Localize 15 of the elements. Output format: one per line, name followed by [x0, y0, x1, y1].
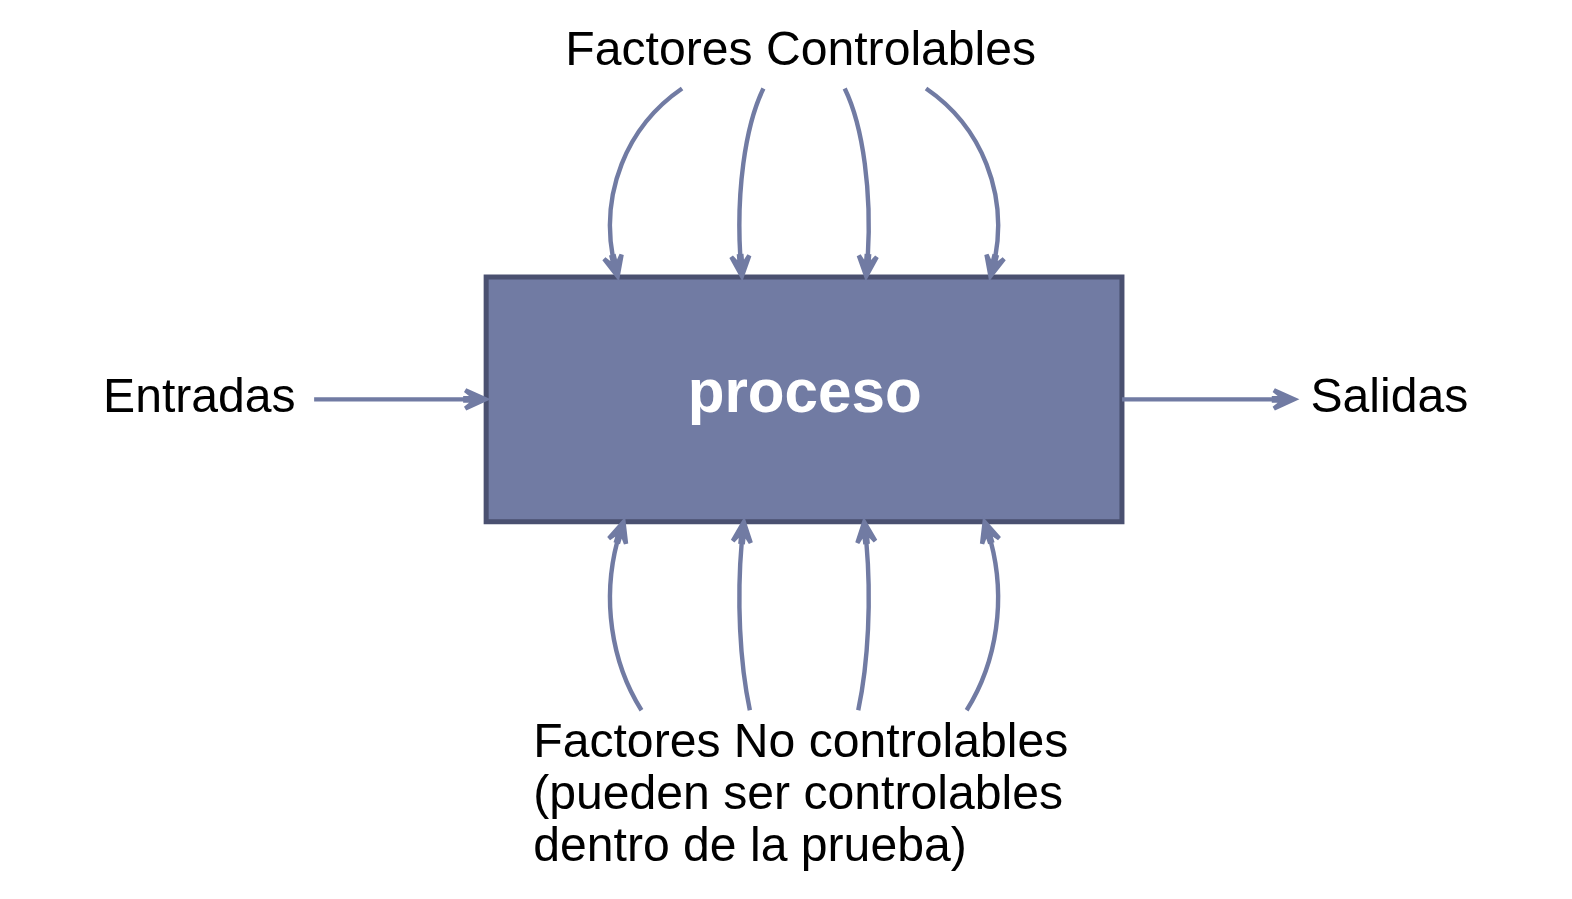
node-text: Factores No controlables (pueden ser controlables dentro de la prueba)	[533, 712, 1069, 872]
arrow	[730, 519, 753, 711]
node-box: proceso	[483, 274, 1125, 525]
arrow	[964, 519, 1002, 712]
arrow	[601, 86, 684, 279]
node-text: Salidas	[1310, 367, 1469, 422]
arrow	[1122, 388, 1297, 411]
arrow	[842, 87, 879, 279]
arrow	[314, 388, 488, 411]
node-text: Entradas	[103, 367, 296, 422]
arrow	[606, 519, 644, 712]
node-text: Factores Controlables	[565, 20, 1037, 75]
arrow	[855, 519, 878, 711]
arrow	[924, 86, 1007, 279]
arrow	[729, 87, 766, 279]
